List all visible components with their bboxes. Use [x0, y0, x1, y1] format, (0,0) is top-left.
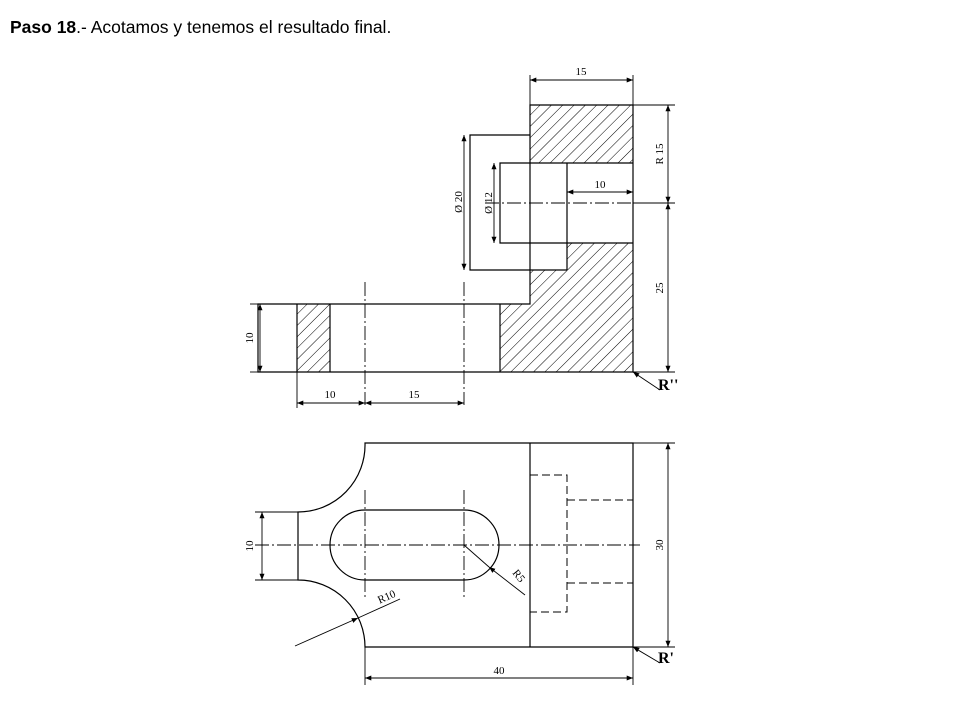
dim-base-left: 10 — [325, 389, 337, 401]
dim-height: 25 — [654, 282, 666, 294]
bore-outer — [469, 134, 530, 271]
dim-left-height: 10 — [244, 540, 256, 552]
reference-r-double-prime: R'' — [658, 377, 678, 394]
hatch-body — [500, 243, 633, 372]
step-label: Paso 18 — [10, 17, 77, 37]
hatch-base-left — [297, 304, 330, 372]
dim-outer-diameter: Ø 20 — [453, 191, 465, 213]
plan-outline — [297, 442, 634, 648]
dim-bottom-width: 40 — [494, 665, 506, 677]
dim-slot-radius: R5 — [510, 567, 528, 585]
elevation-view — [250, 75, 675, 408]
page-title: Paso 18.- Acotamos y tenemos el resultad… — [10, 17, 391, 38]
dim-top-width: 15 — [576, 66, 588, 78]
dim-base-height: 10 — [244, 332, 256, 344]
hatch-top — [530, 105, 633, 163]
dim-right-height: 30 — [654, 539, 666, 551]
bore-inner — [499, 162, 530, 244]
dim-inner-diameter: Ø 12 — [483, 192, 495, 214]
step-description: .- Acotamos y tenemos el resultado final… — [76, 17, 392, 37]
dim-radius: R 15 — [654, 143, 666, 165]
dim-base-mid: 15 — [409, 389, 421, 401]
plan-view — [255, 442, 675, 685]
dim-inner: 10 — [595, 179, 607, 191]
dim-fillet-radius: R10 — [376, 588, 398, 607]
reference-r-prime: R' — [658, 650, 674, 667]
